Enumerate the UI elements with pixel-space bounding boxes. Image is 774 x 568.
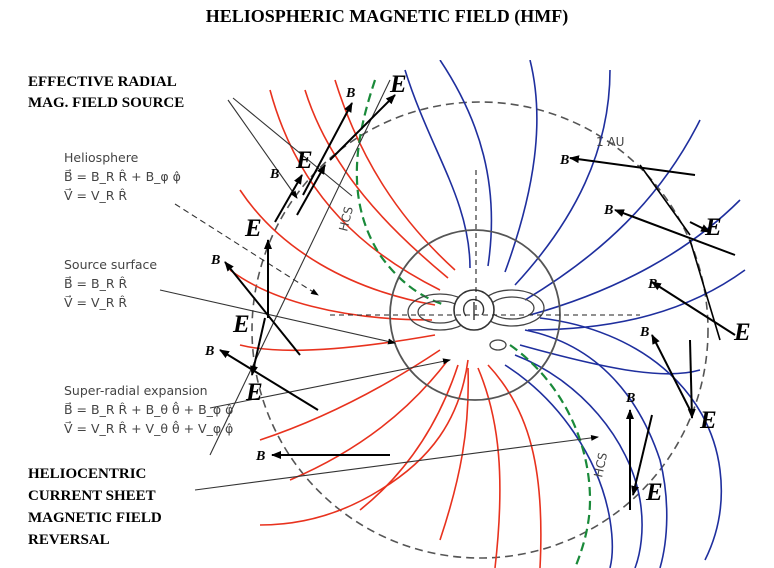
- hcs-label: HCS: [336, 205, 356, 233]
- heliosphere-annotation: Heliosphere B⃗ = B_R R̂ + B_φ φ̂ V⃗ = V_…: [64, 148, 181, 205]
- e-label: E: [704, 214, 722, 241]
- b-label: B: [603, 203, 613, 218]
- e-label: E: [389, 71, 407, 98]
- rotation-arrow: [462, 298, 485, 317]
- b-label: B: [210, 253, 220, 268]
- e-label: E: [645, 479, 663, 506]
- b-label: B: [345, 86, 355, 101]
- b-label: B: [647, 277, 657, 292]
- heliosphere-v-equation: V⃗ = V_R R̂: [64, 188, 128, 203]
- e-label: E: [245, 379, 263, 406]
- current-sheet-label: HELIOCENTRIC CURRENT SHEET MAGNETIC FIEL…: [28, 466, 162, 548]
- b-label: B: [559, 153, 569, 168]
- e-labels: E E E E E E E E E: [232, 71, 751, 506]
- diagram-title: HELIOSPHERIC MAGNETIC FIELD (HMF): [205, 6, 569, 26]
- one-au-circle: [251, 101, 709, 559]
- e-label: E: [232, 311, 250, 338]
- super-radial-annotation: Super-radial expansion B⃗ = B_R R̂ + B_θ…: [64, 381, 233, 438]
- b-labels: B B B B B B B B B B: [204, 86, 657, 464]
- red-field-lines: [229, 79, 542, 568]
- b-label: B: [639, 325, 649, 340]
- vector-arrows: [219, 94, 736, 510]
- source-surface-v-equation: V⃗ = V_R R̂: [64, 295, 128, 310]
- source-surface-annotation: Source surface B⃗ = B_R R̂ V⃗ = V_R R̂: [64, 255, 157, 312]
- effective-radial-label: EFFECTIVE RADIAL MAG. FIELD SOURCE: [28, 74, 185, 111]
- hcs-line-right: [509, 344, 592, 568]
- heliosphere-b-equation: B⃗ = B_R R̂ + B_φ φ̂: [64, 169, 181, 184]
- one-au-label: 1 AU: [596, 135, 624, 149]
- b-label: B: [269, 167, 279, 182]
- b-label: B: [625, 391, 635, 406]
- axes: [330, 170, 640, 316]
- e-label: E: [295, 147, 313, 174]
- source-surface-b-equation: B⃗ = B_R R̂: [64, 276, 128, 291]
- super-radial-heading: Super-radial expansion: [64, 383, 208, 398]
- hcs-label: HCS: [591, 451, 610, 478]
- b-label: B: [255, 449, 265, 464]
- e-label: E: [244, 215, 262, 242]
- source-surface-heading: Source surface: [64, 257, 158, 272]
- pointer-lines: [159, 79, 599, 491]
- super-radial-b-equation: B⃗ = B_R R̂ + B_θ θ̂ + B_φ φ̂: [64, 402, 234, 417]
- b-label: B: [204, 344, 214, 359]
- e-label: E: [699, 407, 717, 434]
- heliosphere-heading: Heliosphere: [64, 150, 139, 165]
- super-radial-v-equation: V⃗ = V_R R̂ + V_θ θ̂ + V_φ φ̂: [64, 421, 234, 436]
- e-label: E: [733, 319, 751, 346]
- hcs-line-left: [355, 79, 446, 307]
